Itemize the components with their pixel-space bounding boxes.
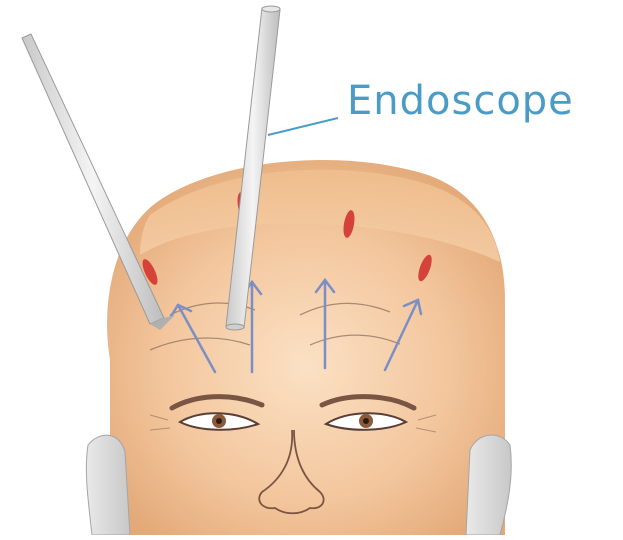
- label-leader-line: [268, 118, 338, 135]
- endoscope-label: Endoscope: [347, 78, 574, 124]
- head-illustration: [86, 160, 511, 535]
- left-side-pad: [86, 435, 130, 535]
